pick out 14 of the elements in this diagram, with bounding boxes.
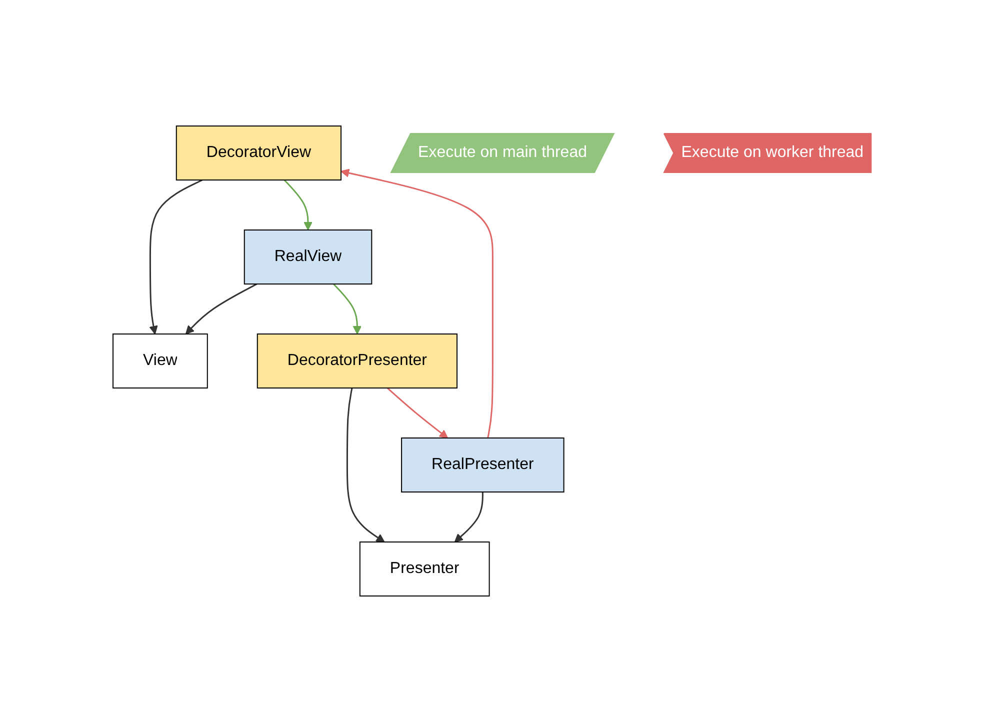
arrow — [386, 386, 448, 438]
arrow — [332, 282, 362, 334]
node-box: DecoratorPresenter — [256, 333, 458, 388]
node-box: RealView — [244, 229, 372, 284]
arrow — [340, 168, 494, 438]
arrow — [149, 178, 203, 334]
node-box: DecoratorView — [176, 125, 342, 180]
arrow — [454, 492, 484, 542]
arrow — [284, 178, 312, 230]
arrow — [185, 282, 258, 334]
node-box: RealPresenter — [401, 437, 564, 492]
node-box: View — [112, 333, 208, 388]
arrow — [346, 387, 385, 542]
node-box: Presenter — [359, 540, 490, 596]
